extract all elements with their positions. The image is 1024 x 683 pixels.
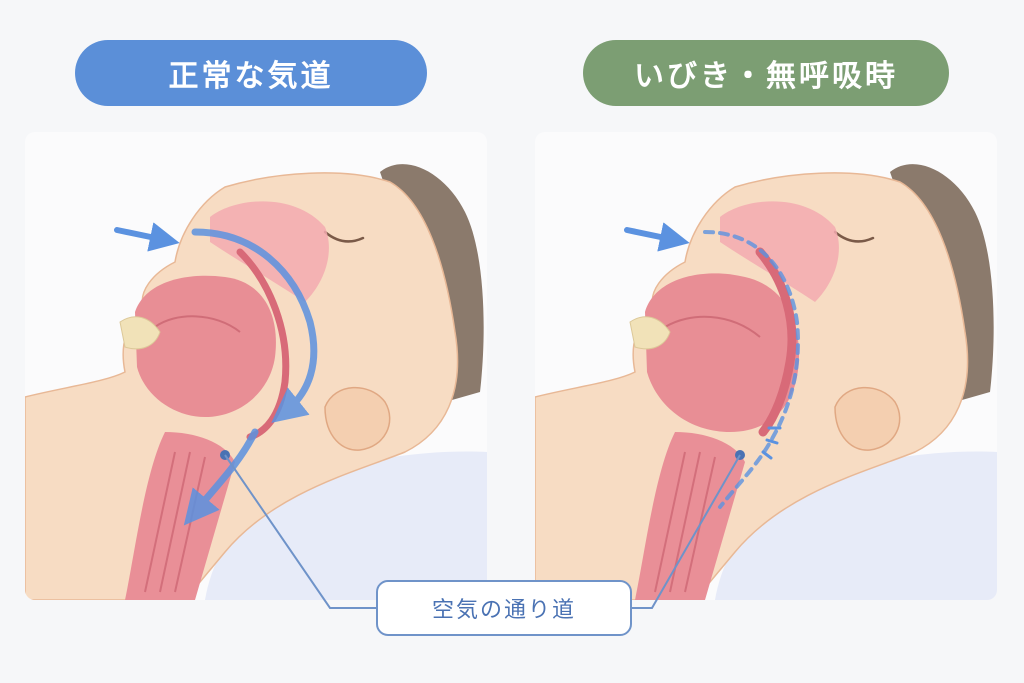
nasal-cavity: [210, 201, 329, 302]
snoring-airway-illustration: [535, 132, 997, 600]
pharynx-wall-narrowed: [755, 247, 797, 437]
leader-line-left: [224, 454, 376, 609]
snoring-airway-svg: [535, 164, 997, 600]
pharynx-wall: [236, 248, 290, 441]
airflow-arrow-icon: [624, 222, 690, 252]
closed-eye: [833, 230, 875, 243]
pillow: [205, 451, 487, 600]
leader-line-right: [632, 454, 741, 609]
vibration-lines-icon: [761, 426, 782, 460]
normal-airway-illustration: [25, 132, 487, 600]
airway-callout-label: 空気の通り道: [376, 580, 632, 636]
tongue-collapsed: [645, 273, 800, 432]
tongue: [135, 275, 276, 417]
airflow-path-restricted: [703, 230, 800, 509]
ear: [324, 386, 391, 451]
normal-airway-svg: [25, 164, 487, 600]
jaw-bone: [119, 316, 161, 350]
tongue-line: [154, 315, 241, 333]
jaw-bone: [629, 316, 671, 350]
tongue-line: [664, 315, 761, 338]
closed-eye: [323, 230, 365, 243]
airflow-path-lower: [183, 428, 259, 526]
pillow: [715, 451, 997, 600]
normal-airway-title: 正常な気道: [75, 40, 427, 106]
airflow-arrow-icon: [114, 222, 180, 252]
nasal-cavity: [720, 201, 839, 302]
ear: [834, 386, 901, 451]
airflow-path-upper: [191, 228, 318, 423]
snoring-apnea-title: いびき・無呼吸時: [583, 40, 949, 106]
